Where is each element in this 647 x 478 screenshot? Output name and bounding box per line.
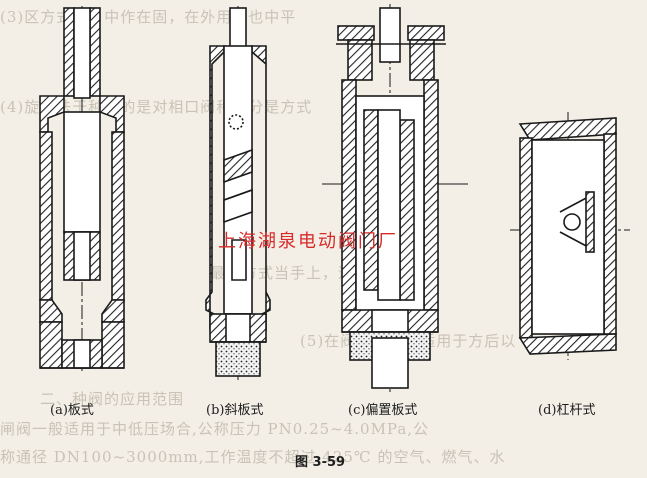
diagram-c-offset-plate-type bbox=[322, 4, 468, 392]
figure-title: 图 3-59 bbox=[295, 455, 346, 470]
caption-d: (d)杠杆式 bbox=[538, 403, 596, 418]
background-text-line: 闸阀一般适用于中低压场合,公称压力 PN0.25~4.0MPa,公 bbox=[0, 420, 430, 438]
diagram-b-inclined-plate-type bbox=[205, 6, 271, 380]
background-text-line: 称通径 DN100~3000mm,工作温度不超过 425℃ 的空气、燃气、水 bbox=[0, 448, 506, 466]
background-text-line: 二、种阀的应用范围 bbox=[40, 390, 185, 408]
caption-c: (c)偏置板式 bbox=[348, 403, 418, 418]
diagram-a-plate-type bbox=[39, 6, 125, 372]
watermark-text: 上海湖泉电动阀门厂 bbox=[218, 231, 398, 252]
caption-a: (a)板式 bbox=[50, 403, 94, 418]
diagram-d-lever-type bbox=[510, 112, 630, 360]
caption-b: (b)斜板式 bbox=[206, 403, 264, 418]
